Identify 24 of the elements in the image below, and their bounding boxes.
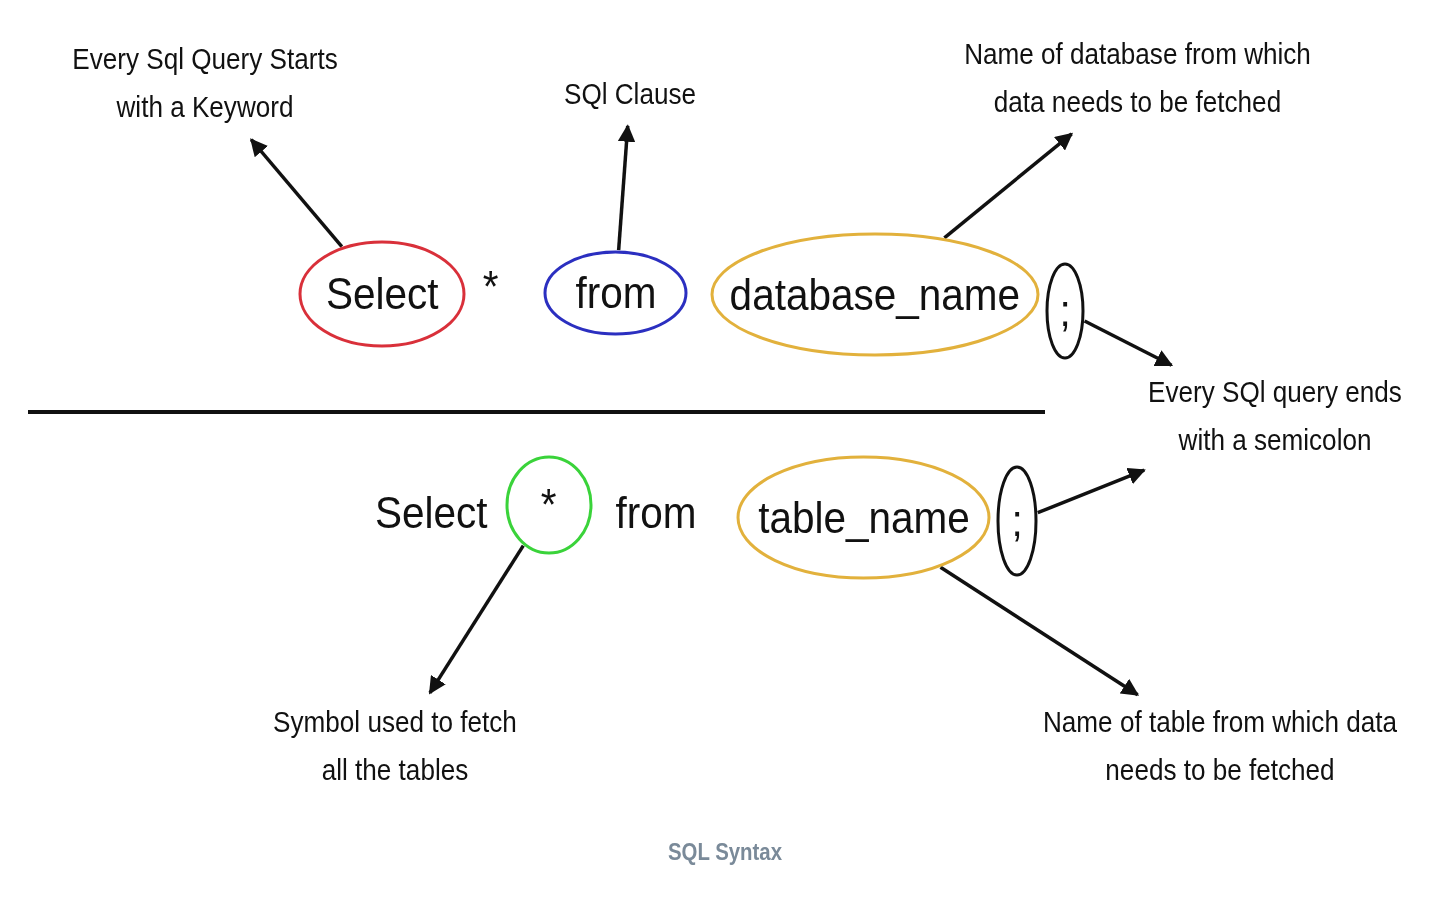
arrow xyxy=(943,132,1073,240)
annotation-text: Symbol used to fetch all the tables xyxy=(260,698,530,798)
annotation-text: Name of database from which data needs to be fetched xyxy=(937,30,1338,130)
sql-token: from xyxy=(615,488,697,538)
arrow xyxy=(249,138,344,248)
annotation-text: Name of table from which data needs to be fetched xyxy=(1040,698,1400,798)
sql-token: * xyxy=(482,262,499,312)
sql-token: from xyxy=(575,268,656,318)
annotation-text: Every Sql Query Starts with a Keyword xyxy=(56,35,354,135)
sql-token: Select xyxy=(374,488,488,538)
sql-token: * xyxy=(541,480,557,530)
annotation-text: SQl Clause xyxy=(540,70,720,120)
arrow xyxy=(939,565,1140,697)
annotation-text: Every SQl query ends with a semicolon xyxy=(1131,368,1419,468)
caption: SQL Syntax xyxy=(666,838,784,866)
arrow xyxy=(428,544,525,695)
sql-token: ; xyxy=(1059,286,1071,336)
sql-token: database_name xyxy=(729,269,1021,320)
arrow xyxy=(1083,319,1174,367)
sql-token: Select xyxy=(325,269,439,319)
sql-token: table_name xyxy=(757,492,970,543)
sql-token: ; xyxy=(1011,496,1023,546)
arrow xyxy=(616,124,636,251)
arrow xyxy=(1037,467,1146,515)
